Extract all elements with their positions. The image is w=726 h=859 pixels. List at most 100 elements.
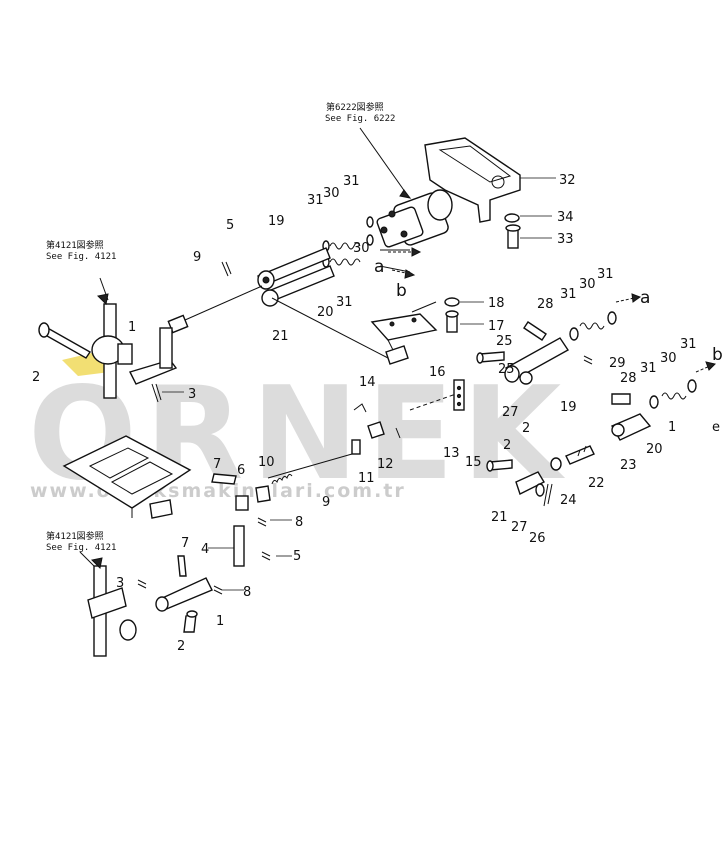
svg-text:See Fig. 4121: See Fig. 4121 bbox=[46, 252, 116, 262]
callout: 15 bbox=[465, 455, 482, 470]
callout: 29 bbox=[609, 356, 626, 371]
rod-9-top bbox=[167, 285, 263, 334]
nut-10 bbox=[255, 485, 271, 503]
callout: 9 bbox=[322, 495, 330, 510]
callout: 5 bbox=[293, 549, 301, 564]
callout: 24 bbox=[560, 493, 577, 508]
callout: 1 bbox=[216, 614, 224, 629]
callout: 31 bbox=[343, 174, 360, 189]
joint-23 bbox=[611, 413, 652, 441]
callout: 30 bbox=[579, 277, 596, 292]
cotter-pin-8-upper bbox=[257, 517, 267, 527]
pedal-bracket-bottom bbox=[79, 551, 137, 657]
callout: 12 bbox=[377, 457, 394, 472]
svg-text:See Fig. 4121: See Fig. 4121 bbox=[46, 543, 116, 553]
callout: 31 bbox=[680, 337, 697, 352]
callout: 33 bbox=[557, 232, 574, 247]
bolt-2-top bbox=[38, 322, 92, 359]
flow-arrow-a-top: a bbox=[374, 247, 422, 277]
callout: 19 bbox=[560, 400, 577, 415]
lever-1-lower bbox=[155, 577, 213, 612]
ref-fig-4121-bottom: 第4121図参照 See Fig. 4121 bbox=[46, 530, 116, 553]
callout: 4 bbox=[201, 542, 209, 557]
cotter-pin-8-lower bbox=[213, 585, 223, 595]
callout: 2 bbox=[177, 639, 185, 654]
callout: 2 bbox=[503, 438, 511, 453]
lever-19-right bbox=[504, 337, 570, 385]
callout: 5 bbox=[226, 218, 234, 233]
springs-right-top bbox=[569, 311, 617, 341]
callout: 34 bbox=[557, 210, 574, 225]
callout: 20 bbox=[646, 442, 663, 457]
ref-fig-6222: 第6222図参照 See Fig. 6222 bbox=[325, 101, 395, 124]
callout: 2 bbox=[522, 421, 530, 436]
callout: e bbox=[712, 420, 720, 435]
washer-27-lower bbox=[535, 483, 545, 497]
callout: 31 bbox=[560, 287, 577, 302]
cotter-pin-3-top bbox=[151, 383, 162, 403]
callout: 27 bbox=[511, 520, 528, 535]
callout: 7 bbox=[213, 457, 221, 472]
callout: 19 bbox=[268, 214, 285, 229]
callout: 13 bbox=[443, 446, 460, 461]
rod-to-bracket-16 bbox=[271, 297, 389, 359]
bracket-16 bbox=[370, 301, 438, 365]
callout: 9 bbox=[193, 250, 201, 265]
bolt-28-right bbox=[523, 321, 547, 341]
callout: 22 bbox=[588, 476, 605, 491]
callout: 26 bbox=[529, 531, 546, 546]
callout: 28 bbox=[537, 297, 554, 312]
nut-24 bbox=[550, 457, 562, 471]
lever-21-lower bbox=[515, 471, 545, 495]
callout: 31 bbox=[640, 361, 657, 376]
callouts: 1 2 3 5 9 19 31 30 31 30 31 20 21 32 34 … bbox=[32, 173, 720, 654]
springs-right-mid bbox=[611, 379, 697, 409]
ref-fig-4121-top: 第4121図参照 See Fig. 4121 bbox=[46, 239, 116, 262]
rod-end-22 bbox=[565, 445, 595, 465]
flow-arrow-b-top: b bbox=[391, 269, 416, 301]
washer-18 bbox=[444, 297, 460, 307]
fitting-11 bbox=[351, 439, 361, 455]
part-14 bbox=[353, 403, 367, 413]
callout: 31 bbox=[307, 193, 324, 208]
callout: 25 bbox=[498, 362, 515, 377]
callout: 20 bbox=[317, 305, 334, 320]
valve-assembly bbox=[359, 127, 521, 248]
svg-text:第6222図参照: 第6222図参照 bbox=[326, 101, 384, 113]
callout: 25 bbox=[496, 334, 513, 349]
callout: 31 bbox=[336, 295, 353, 310]
pedal-bracket-top bbox=[91, 277, 178, 399]
bolt-25-right bbox=[476, 351, 505, 364]
cotter-pin-29 bbox=[583, 355, 593, 365]
callout: 7 bbox=[181, 536, 189, 551]
flow-arrow-a-right: a bbox=[615, 288, 650, 308]
callout: 16 bbox=[429, 365, 446, 380]
leader-lines bbox=[162, 177, 556, 591]
callout: 30 bbox=[323, 186, 340, 201]
watermark-url: www.orneksmakinalari.com.tr bbox=[30, 480, 406, 502]
callout: 3 bbox=[116, 576, 124, 591]
bolt-7-upper bbox=[211, 473, 237, 485]
bolt-17 bbox=[445, 310, 459, 333]
callout: 18 bbox=[488, 296, 505, 311]
cotter-pin-26 bbox=[543, 483, 553, 507]
rod-9-lower bbox=[267, 453, 353, 485]
callout: 14 bbox=[359, 375, 376, 390]
svg-text:a: a bbox=[374, 257, 384, 277]
cotter-pin-5-top bbox=[221, 261, 232, 277]
callout: 28 bbox=[620, 371, 637, 386]
callout: 17 bbox=[488, 319, 505, 334]
svg-text:b: b bbox=[396, 281, 407, 301]
callout: 30 bbox=[353, 241, 370, 256]
callout: 32 bbox=[559, 173, 576, 188]
pedal-plate bbox=[62, 435, 192, 519]
svg-text:See Fig. 6222: See Fig. 6222 bbox=[325, 114, 395, 124]
callout: 31 bbox=[597, 267, 614, 282]
svg-text:a: a bbox=[640, 288, 650, 308]
callout: 10 bbox=[258, 455, 275, 470]
lever-19-top bbox=[257, 247, 335, 307]
callout: 3 bbox=[188, 387, 196, 402]
bolt-25-lower bbox=[486, 459, 513, 472]
plate-13 bbox=[409, 379, 465, 411]
